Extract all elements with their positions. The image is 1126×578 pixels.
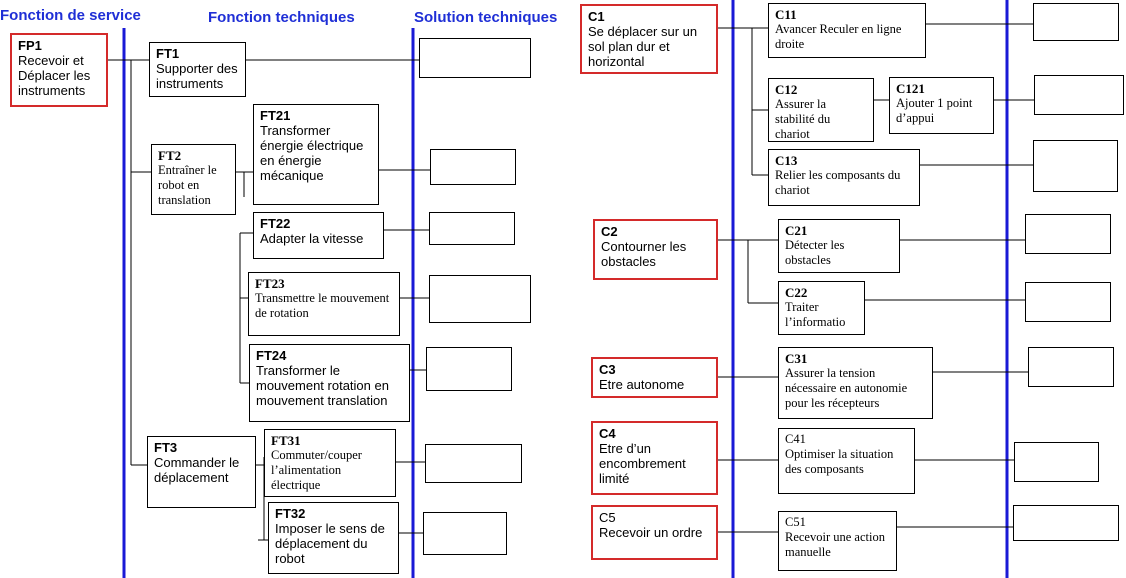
box-ft31-text: Commuter/couper l’alimentation électriqu… [271, 448, 362, 492]
box-ft22-text: Adapter la vitesse [260, 231, 364, 246]
box-ft1-text: Supporter des instruments [156, 61, 238, 91]
box-ft2: FT2 Entraîner le robot en translation [151, 144, 236, 215]
box-fp1: FP1 Recevoir et Déplacer les instruments [10, 33, 108, 107]
box-c5: C5 Recevoir un ordre [591, 505, 718, 560]
solution-box-c21 [1025, 214, 1111, 254]
box-ft31-label: FT31 [271, 433, 301, 448]
solution-box-c41 [1014, 442, 1099, 482]
box-c5-label: C5 [599, 510, 616, 525]
box-c22-text: Traiter l’informatio [785, 300, 846, 329]
box-ft3-label: FT3 [154, 440, 178, 455]
solution-box-c121 [1034, 75, 1124, 115]
solution-box-ft31 [425, 444, 522, 483]
box-ft32-label: FT32 [275, 506, 306, 521]
solution-box-ft23 [429, 275, 531, 323]
header-solution-techniques: Solution techniques [414, 9, 558, 26]
solution-box-c11 [1033, 3, 1119, 41]
box-c2: C2 Contourner les obstacles [593, 219, 718, 280]
box-ft21: FT21 Transformer énergie électrique en é… [253, 104, 379, 205]
box-ft22-label: FT22 [260, 216, 291, 231]
box-c11-label: C11 [775, 7, 797, 22]
box-ft23-label: FT23 [255, 276, 285, 291]
box-c31-text: Assurer la tension nécessaire en autonom… [785, 366, 908, 410]
solution-box-ft32 [423, 512, 507, 555]
header-fonction-service: Fonction de service [0, 7, 141, 24]
solution-box-ft1 [419, 38, 531, 78]
box-c51-label: C51 [785, 515, 806, 529]
box-c31: C31 Assurer la tension nécessaire en aut… [778, 347, 933, 419]
box-c12-label: C12 [775, 82, 798, 97]
box-c41-label: C41 [785, 432, 806, 446]
box-ft3-text: Commander le déplacement [154, 455, 240, 485]
header-fonction-techniques: Fonction techniques [208, 9, 355, 26]
solution-box-c22 [1025, 282, 1111, 322]
box-ft31: FT31 Commuter/couper l’alimentation élec… [264, 429, 396, 497]
box-c13: C13 Relier les composants du chariot [768, 149, 920, 206]
box-ft24: FT24 Transformer le mouvement rotation e… [249, 344, 410, 422]
box-c11-text: Avancer Reculer en ligne droite [775, 22, 902, 51]
box-c13-label: C13 [775, 153, 798, 168]
box-c1: C1 Se déplacer sur un sol plan dur et ho… [580, 4, 718, 74]
box-ft32: FT32 Imposer le sens de déplacement du r… [268, 502, 399, 574]
box-c22: C22 Traiter l’informatio [778, 281, 865, 335]
box-ft3: FT3 Commander le déplacement [147, 436, 256, 508]
box-c3-text: Etre autonome [599, 377, 685, 392]
solution-box-c13 [1033, 140, 1118, 192]
box-c121-label: C121 [896, 81, 925, 96]
box-ft32-text: Imposer le sens de déplacement du robot [275, 521, 385, 566]
box-c4-text: Etre d’un encombrement limité [599, 441, 686, 486]
box-ft22: FT22 Adapter la vitesse [253, 212, 384, 259]
box-c121-text: Ajouter 1 point d’appui [896, 96, 973, 125]
box-c1-label: C1 [588, 9, 605, 24]
box-c21: C21 Détecter les obstacles [778, 219, 900, 273]
box-c13-text: Relier les composants du chariot [775, 168, 901, 197]
box-c21-label: C21 [785, 223, 808, 238]
box-c51-text: Recevoir une action manuelle [785, 530, 885, 559]
box-c3: C3 Etre autonome [591, 357, 718, 398]
solution-box-ft24 [426, 347, 512, 391]
box-ft21-label: FT21 [260, 108, 291, 123]
box-c11: C11 Avancer Reculer en ligne droite [768, 3, 926, 58]
box-c5-text: Recevoir un ordre [599, 525, 703, 540]
box-c121: C121 Ajouter 1 point d’appui [889, 77, 994, 134]
box-fp1-label: FP1 [18, 38, 42, 53]
box-ft23-text: Transmettre le mouvement de rotation [255, 291, 390, 320]
box-c2-label: C2 [601, 224, 618, 239]
box-ft1-label: FT1 [156, 46, 180, 61]
box-c12: C12 Assurer la stabilité du chariot [768, 78, 874, 142]
box-c22-label: C22 [785, 285, 808, 300]
box-c31-label: C31 [785, 351, 808, 366]
box-ft1: FT1 Supporter des instruments [149, 42, 246, 97]
box-c3-label: C3 [599, 362, 616, 377]
solution-box-c31 [1028, 347, 1114, 387]
box-ft24-label: FT24 [256, 348, 287, 363]
box-ft24-text: Transformer le mouvement rotation en mou… [256, 363, 389, 408]
box-c21-text: Détecter les obstacles [785, 238, 845, 267]
box-fp1-text: Recevoir et Déplacer les instruments [18, 53, 91, 98]
box-c4: C4 Etre d’un encombrement limité [591, 421, 718, 495]
box-ft2-label: FT2 [158, 148, 182, 163]
solution-box-ft22 [429, 212, 515, 245]
box-c1-text: Se déplacer sur un sol plan dur et horiz… [588, 24, 698, 69]
box-c12-text: Assurer la stabilité du chariot [775, 97, 831, 141]
box-c41-text: Optimiser la situation des composants [785, 447, 894, 476]
box-ft21-text: Transformer énergie électrique en énergi… [260, 123, 364, 183]
box-c2-text: Contourner les obstacles [601, 239, 687, 269]
box-ft23: FT23 Transmettre le mouvement de rotatio… [248, 272, 400, 336]
box-c41: C41 Optimiser la situation des composant… [778, 428, 915, 494]
solution-box-c51 [1013, 505, 1119, 541]
box-c51: C51 Recevoir une action manuelle [778, 511, 897, 571]
solution-box-ft21 [430, 149, 516, 185]
box-ft2-text: Entraîner le robot en translation [158, 163, 217, 207]
box-c4-label: C4 [599, 426, 616, 441]
